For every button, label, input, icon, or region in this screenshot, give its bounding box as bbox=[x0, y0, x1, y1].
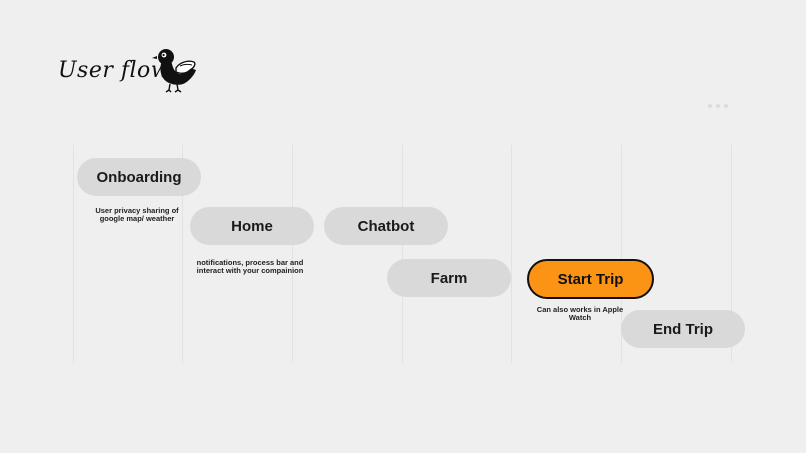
more-dots-icon[interactable] bbox=[708, 104, 728, 108]
grid-line bbox=[292, 145, 293, 363]
start-trip-step[interactable]: Start Trip bbox=[527, 259, 654, 299]
grid-line bbox=[511, 145, 512, 363]
chatbot-step[interactable]: Chatbot bbox=[324, 207, 448, 245]
grid-line bbox=[731, 145, 732, 363]
grid-line bbox=[182, 145, 183, 363]
grid-line bbox=[402, 145, 403, 363]
crow-mascot-icon bbox=[152, 49, 196, 93]
onboarding-note: User privacy sharing of google map/ weat… bbox=[95, 206, 179, 223]
home-note: notifications, process bar and interact … bbox=[196, 258, 304, 275]
home-step[interactable]: Home bbox=[190, 207, 314, 245]
grid-line bbox=[73, 145, 74, 363]
start-trip-note: Can also works in Apple Watch bbox=[536, 305, 624, 322]
onboarding-step[interactable]: Onboarding bbox=[77, 158, 201, 196]
end-trip-step[interactable]: End Trip bbox=[621, 310, 745, 348]
page-title: User flow bbox=[58, 58, 171, 83]
farm-step[interactable]: Farm bbox=[387, 259, 511, 297]
grid-line bbox=[621, 145, 622, 363]
